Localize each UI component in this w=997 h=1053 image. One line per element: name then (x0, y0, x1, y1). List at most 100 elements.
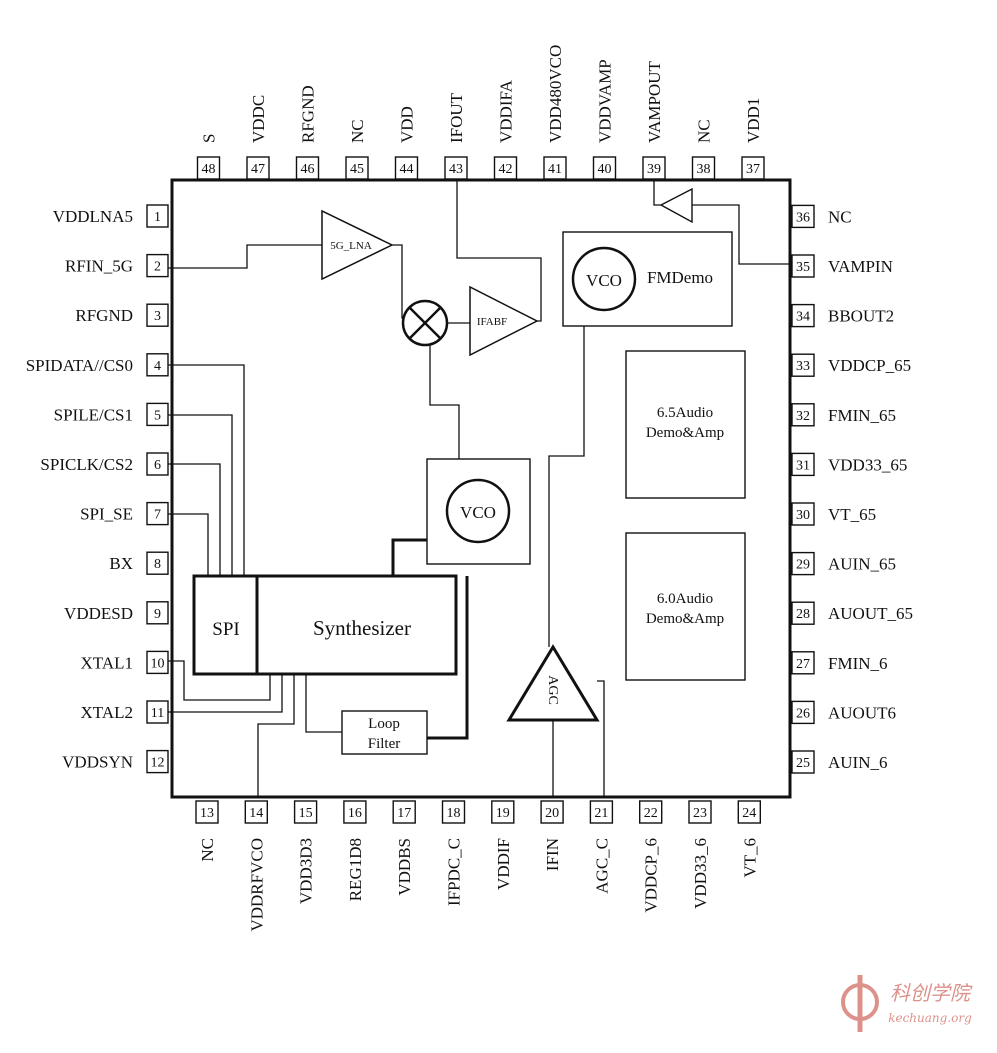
vco-mid-block (426, 458, 531, 565)
pin-box (688, 800, 712, 824)
pin-name: AUIN_65 (828, 555, 896, 574)
pin-number: 8 (154, 557, 161, 572)
pin-number: 30 (796, 508, 810, 523)
watermark-url: kechuang.org (888, 1011, 972, 1025)
pin-box (741, 156, 765, 180)
pin-box (491, 800, 515, 824)
pin-name: RFIN_5G (65, 257, 133, 276)
pin-name: VDDSYN (62, 753, 133, 772)
pin-11: 11 XTAL2 (81, 700, 169, 724)
pin-name: SPICLK/CS2 (40, 455, 133, 474)
pin-box (691, 156, 716, 180)
pin-name: VDDLNA5 (53, 207, 133, 226)
pin-box (791, 204, 815, 229)
pin-name: VAMPIN (828, 257, 893, 276)
pin-30: 30 VT_65 (791, 502, 876, 526)
pin-8: 8 BX (109, 551, 169, 575)
vco-top-circle (571, 246, 637, 312)
pin-number: 20 (545, 806, 559, 821)
pin-name: AUOUT_65 (828, 604, 913, 623)
pin-number: 28 (796, 607, 810, 622)
ifabf-label: IFABF (477, 316, 507, 328)
pin-name: VDDVAMP (596, 59, 615, 143)
pin-name: XTAL2 (81, 703, 133, 722)
pin-number: 16 (348, 806, 362, 821)
vco-mid-circle (445, 478, 511, 544)
loop-filter-line2: Filter (368, 736, 401, 752)
pin-name: BX (109, 554, 133, 573)
pin-name: RFGND (299, 85, 318, 143)
pin-number: 2 (154, 260, 161, 275)
pin-box (146, 749, 169, 774)
audio60-line2: Demo&Amp (646, 611, 724, 627)
pin-name: SPI_SE (80, 505, 133, 524)
pin-name: IFOUT (447, 92, 466, 143)
audio60-block (625, 532, 746, 681)
pin-name: VDDRFVCO (247, 838, 266, 932)
pin-box (146, 303, 169, 327)
pin-box (343, 800, 367, 824)
pin-box (791, 700, 815, 725)
audio65-line2: Demo&Amp (646, 425, 724, 441)
pin-box (441, 800, 466, 824)
pin-name: VDDCP_6 (642, 838, 661, 913)
pin-name: VDDESD (64, 604, 133, 623)
pin-number: 7 (154, 508, 161, 523)
pin-box (345, 156, 369, 180)
pin-name: XTAL1 (81, 653, 133, 672)
pin-box (791, 551, 815, 576)
pin-box (639, 800, 663, 824)
pin-box (592, 156, 617, 180)
pin-name: VT_65 (828, 505, 876, 524)
pin-40: 40 VDDVAMP (592, 59, 617, 180)
pin-name: VDD33_6 (691, 838, 710, 909)
pin-number: 40 (598, 162, 612, 177)
pin-number: 31 (796, 458, 810, 473)
agc-label: AGC (545, 675, 560, 705)
pin-number: 33 (796, 359, 810, 374)
pin-number: 13 (200, 806, 214, 821)
pin-box (392, 800, 416, 824)
pin-box (295, 156, 320, 180)
pin-box (146, 650, 169, 675)
audio60-line1: 6.0Audio (657, 591, 713, 607)
pin-name: REG1D8 (346, 838, 365, 901)
pin-number: 48 (202, 162, 216, 177)
spi-label: SPI (212, 619, 239, 640)
pin-box (791, 403, 815, 427)
watermark-logo: 科创学院 kechuang.org (841, 975, 973, 1032)
pin-name: AUOUT6 (828, 703, 896, 722)
pin-number: 11 (151, 706, 164, 721)
pin-name: IFIN (543, 838, 562, 871)
pin-number: 14 (249, 806, 263, 821)
synthesizer-label: Synthesizer (313, 616, 411, 640)
pin-name: VT_6 (740, 838, 759, 878)
pin-box (791, 502, 815, 526)
pin-48: 48S (196, 134, 221, 180)
pin-box (791, 303, 815, 328)
pin-name: VDD33_65 (828, 455, 907, 474)
pin-box (146, 601, 169, 625)
pin-name: VDDIFA (497, 79, 516, 143)
pin-number: 3 (154, 309, 161, 324)
ifabf-amplifier (469, 285, 539, 357)
pin-number: 45 (350, 162, 364, 177)
